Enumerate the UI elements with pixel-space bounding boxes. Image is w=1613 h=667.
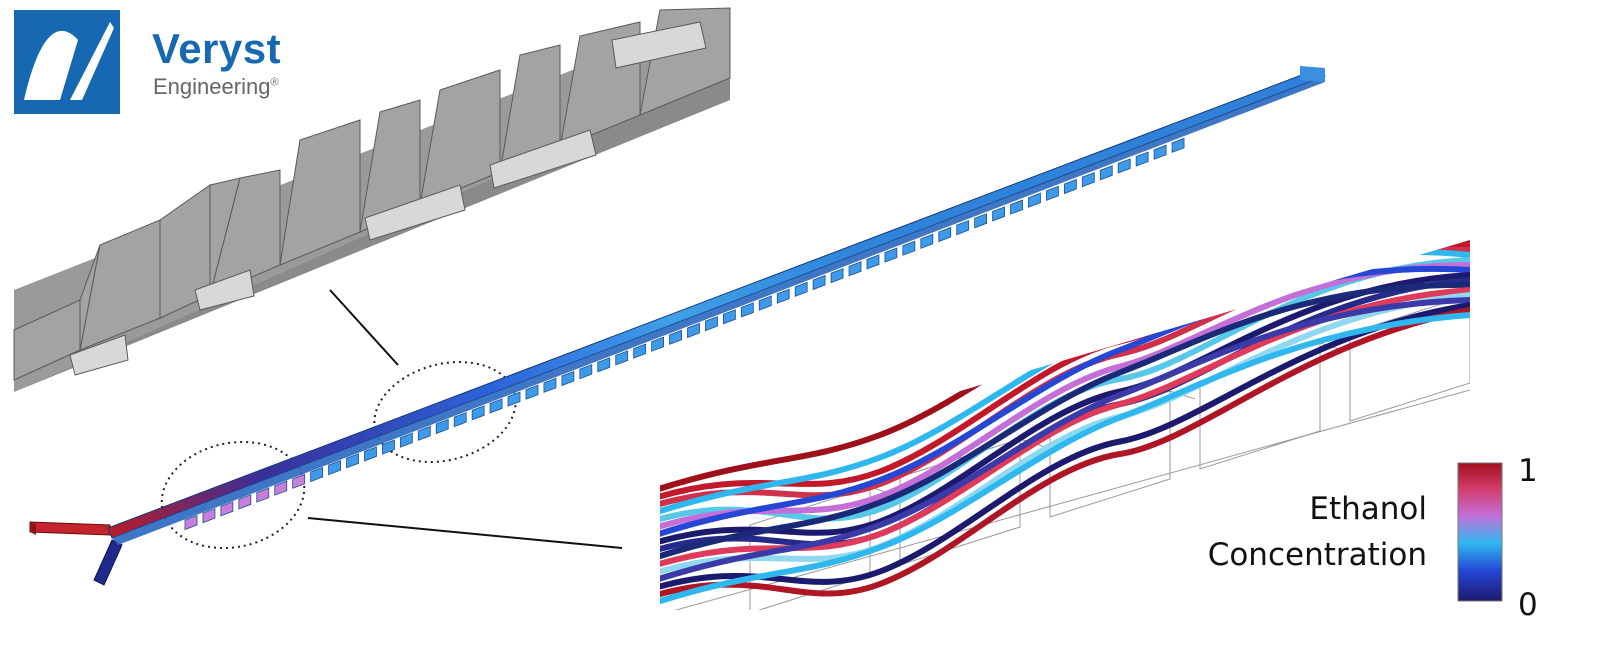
mixer-groove — [435, 418, 449, 435]
legend-min-label: 0 — [1518, 587, 1538, 623]
mixer-groove — [543, 377, 557, 393]
mixer-groove — [722, 309, 736, 325]
mixer-groove — [1046, 185, 1059, 201]
mixer-groove — [417, 425, 431, 441]
mixer-groove — [938, 226, 952, 243]
logo-subtitle: Engineering® — [153, 76, 279, 98]
mixer-groove — [238, 494, 252, 510]
mixer-groove — [848, 261, 862, 277]
mixer-groove — [399, 432, 413, 448]
mixer-groove — [453, 412, 467, 428]
mixer-groove — [615, 350, 629, 366]
streamline — [660, 312, 1470, 610]
mixer-groove — [830, 268, 844, 284]
mixer-groove — [992, 206, 1005, 222]
legend-title-line2: Concentration — [1207, 537, 1427, 573]
mixer-groove — [974, 213, 988, 229]
geometry-detail-inset — [13, 7, 731, 392]
mixer-groove — [310, 466, 324, 483]
mixer-groove — [274, 480, 288, 496]
mixer-groove — [1099, 165, 1113, 181]
streamline — [660, 281, 1470, 566]
mixer-groove — [669, 329, 682, 345]
mixer-groove — [794, 281, 808, 297]
callout-lines — [307, 289, 623, 549]
mixer-groove — [382, 439, 395, 455]
logo-subtitle-text: Engineering — [153, 74, 271, 99]
streamline — [660, 292, 1470, 581]
mixer-groove — [687, 322, 700, 339]
mixer-groove — [956, 220, 970, 236]
streamline — [660, 272, 1470, 551]
mixer-groove — [776, 288, 790, 304]
mixer-groove — [292, 473, 306, 489]
mixer-groove — [202, 508, 216, 524]
legend-max-label: 1 — [1518, 453, 1538, 489]
mixer-groove — [507, 391, 521, 407]
mixer-groove — [1135, 151, 1149, 167]
mixer-groove — [1081, 172, 1095, 188]
mixer-groove — [902, 240, 916, 256]
mixer-groove — [256, 487, 270, 503]
mixer-groove — [758, 295, 772, 311]
logo-name: Veryst — [152, 25, 282, 72]
mixer-groove — [346, 453, 359, 469]
mixer-groove — [597, 357, 611, 373]
mixer-groove — [1010, 199, 1023, 215]
mixer-groove — [884, 247, 898, 263]
streamline — [660, 302, 1470, 596]
mixer-groove — [328, 460, 341, 476]
mixer-groove — [220, 501, 234, 517]
mixer-groove — [579, 364, 593, 380]
streamline — [660, 297, 1470, 588]
streamline — [660, 307, 1470, 603]
groove-wireframe — [1349, 294, 1470, 422]
mixer-groove — [364, 446, 377, 462]
mixer-groove — [471, 405, 485, 421]
mixer-groove — [705, 316, 718, 332]
concentration-colorbar — [1457, 462, 1503, 602]
mixer-groove — [1117, 158, 1131, 174]
mixer-groove — [561, 370, 575, 387]
legend-title-line1: Ethanol — [1309, 491, 1427, 527]
logo: Veryst Engineering® — [14, 10, 334, 120]
mixer-groove — [740, 302, 754, 318]
micromixer-channel — [29, 66, 1326, 586]
mixer-groove — [866, 254, 880, 270]
mixer-groove — [920, 233, 934, 249]
mixer-groove — [1153, 144, 1167, 160]
streamline — [660, 261, 1470, 536]
mixer-groove — [633, 343, 647, 359]
streamline — [660, 240, 1470, 498]
mixer-groove — [1063, 178, 1077, 195]
mixer-groove — [184, 514, 198, 531]
veryst-logo-mark — [14, 10, 120, 114]
mixer-groove — [489, 398, 503, 414]
mixer-groove — [651, 336, 665, 352]
mixer-groove — [812, 274, 826, 291]
mixer-groove — [525, 384, 539, 400]
mixer-groove — [1171, 137, 1185, 153]
mixer-groove — [1028, 192, 1041, 208]
registered-mark: ® — [270, 76, 279, 89]
